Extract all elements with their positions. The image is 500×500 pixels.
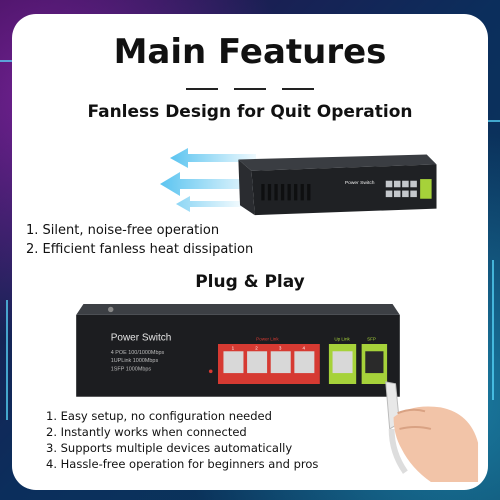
list-item: 2. Instantly works when connected (46, 425, 247, 439)
ethernet-port-4 (294, 351, 315, 374)
sfp-port (365, 351, 384, 374)
feature-card: Main Features Fanless Design for Quit Op… (12, 14, 488, 490)
decor-line (6, 300, 8, 420)
device1-label: Power Switch (345, 180, 375, 186)
ethernet-port-2 (247, 351, 268, 374)
section2-bullets: 1. Easy setup, no configuration needed 2… (46, 408, 318, 472)
airflow-arrows-icon (160, 148, 256, 212)
port-number: 3 (279, 345, 282, 350)
section1-bullets: 1. Silent, noise-free operation 2. Effic… (26, 221, 253, 259)
port-number: 1 (232, 345, 235, 350)
page-title: Main Features (113, 32, 387, 72)
port-number: 2 (255, 345, 258, 350)
divider-dash (282, 88, 314, 90)
spec-line: 1UPLink 1000Mbps (111, 358, 159, 364)
uplink-label: Up Link (334, 336, 350, 341)
divider-dash (234, 88, 266, 90)
hand-with-cable-icon (385, 381, 479, 482)
list-item: 1. Easy setup, no configuration needed (46, 409, 272, 423)
list-item: 2. Efficient fanless heat dissipation (26, 242, 254, 257)
port-number: 4 (303, 345, 306, 350)
list-item: 3. Supports multiple devices automatical… (46, 441, 293, 455)
device2-label: Power Switch (111, 332, 172, 343)
switch-device-front-view: Power Switch 4 POE 100/1000Mbps 1UPLink … (76, 304, 400, 397)
list-item: 1. Silent, noise-free operation (26, 223, 220, 238)
spec-line: 1SFP 1000Mbps (111, 366, 152, 372)
section1-heading: Fanless Design for Quit Operation (87, 102, 413, 122)
uplink-port (332, 351, 353, 374)
spec-line: 4 POE 100/1000Mbps (111, 350, 165, 356)
switch-device-side-view: Power Switch (238, 154, 437, 216)
decor-line (486, 120, 500, 122)
ethernet-port-1 (223, 351, 244, 374)
ethernet-port-3 (270, 351, 291, 374)
decor-line (492, 260, 494, 400)
divider-dash (186, 88, 218, 90)
section2-heading: Plug & Play (195, 272, 305, 292)
power-link-label: Power Link (256, 336, 279, 341)
sfp-label: SFP (367, 336, 376, 341)
title-divider (186, 88, 314, 90)
decor-line (0, 60, 14, 62)
list-item: 4. Hassle-free operation for beginners a… (46, 457, 319, 471)
